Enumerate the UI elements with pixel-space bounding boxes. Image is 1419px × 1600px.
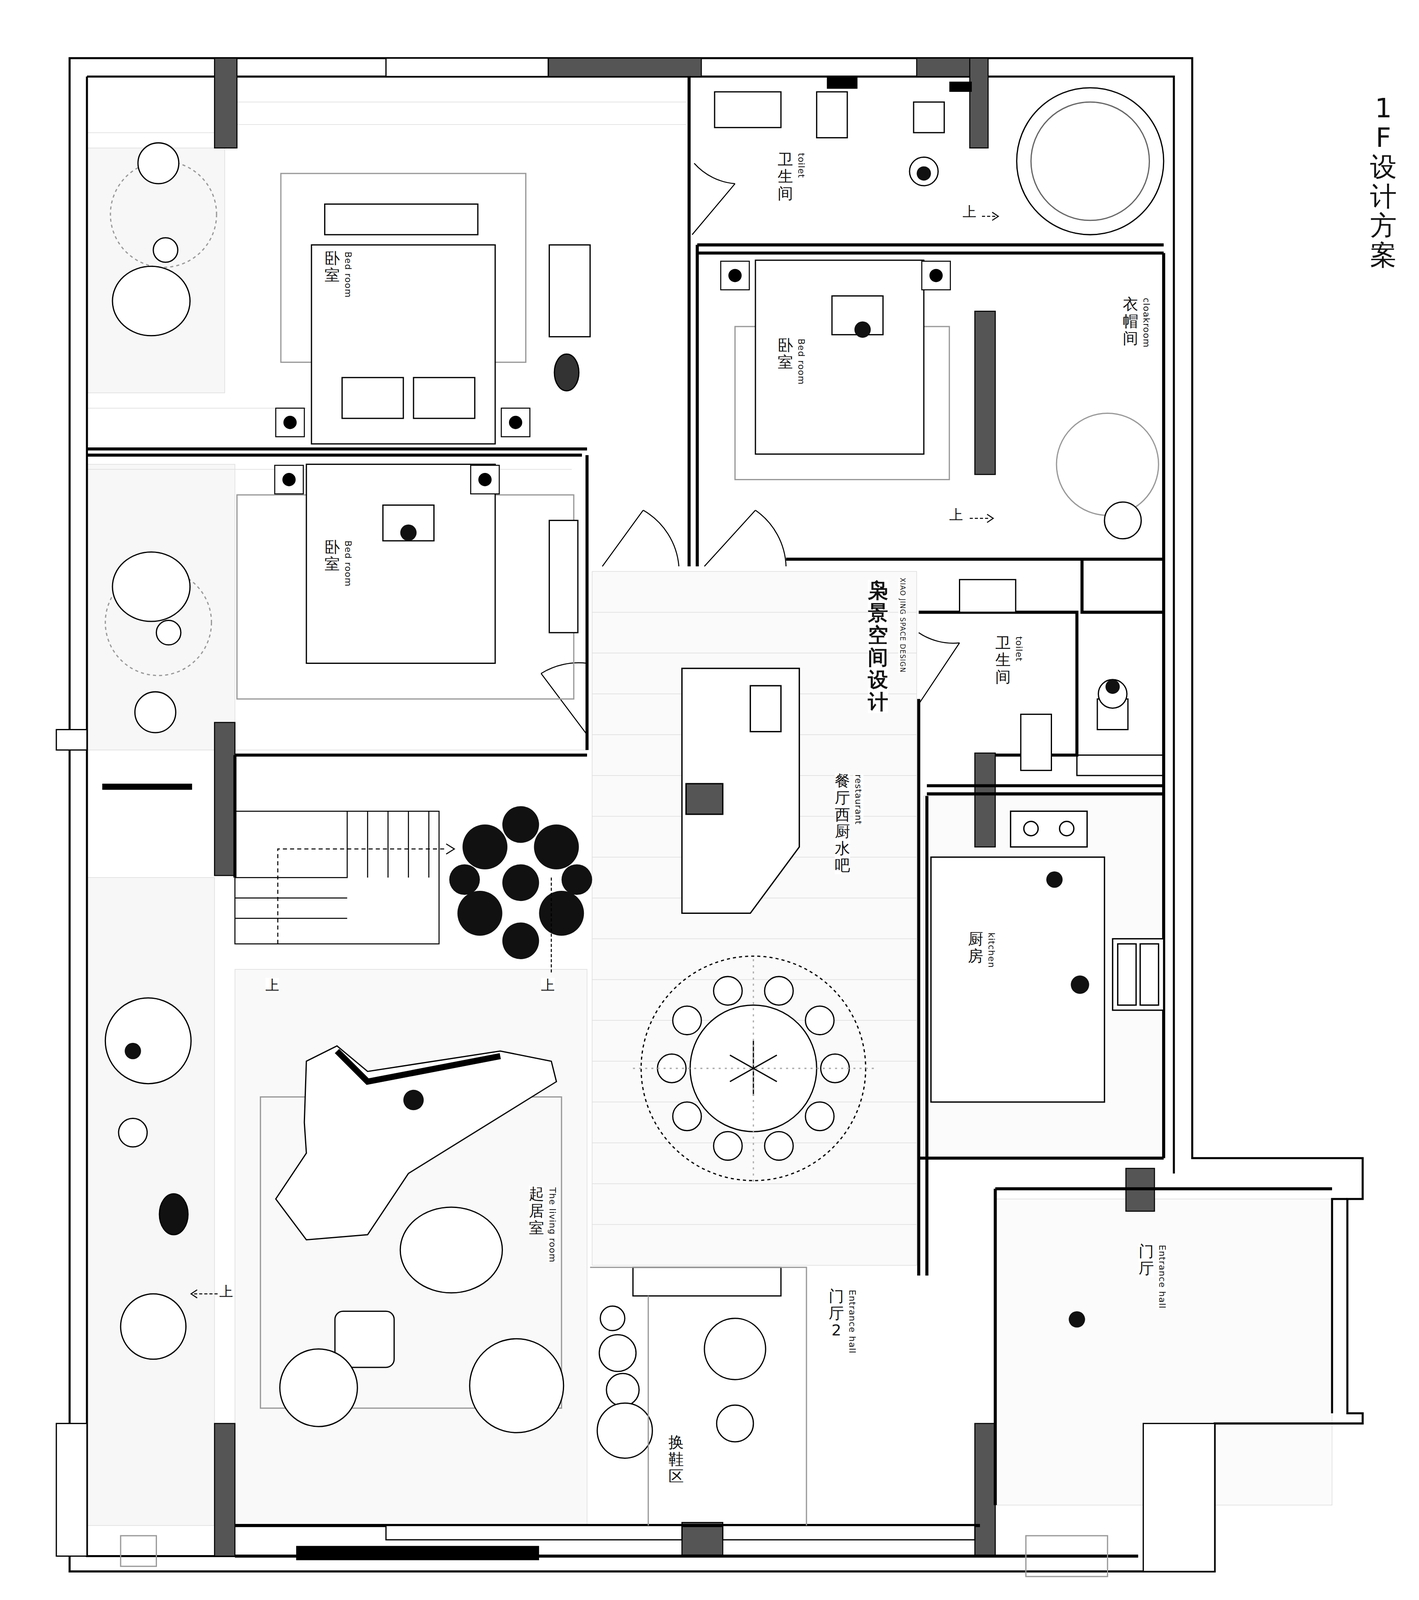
room-name-zh: 卧室	[777, 337, 794, 372]
room-name-en: Bed room	[343, 251, 354, 299]
room-name-zh: 卫生间	[995, 634, 1011, 686]
stair-up-mark: 上	[962, 204, 977, 220]
watermark-zh: 枭景空间设计	[867, 579, 889, 714]
room-region: 换鞋区	[593, 1301, 807, 1525]
room-name-zh: 卧室	[324, 538, 340, 573]
room-name-zh: 卫生间	[777, 151, 794, 202]
room-region: 厨房kitchen	[929, 798, 1162, 1156]
living-furniture	[105, 998, 564, 1434]
stair-up-mark: 上	[219, 1284, 234, 1300]
plan-title: 1F设计方案	[1370, 93, 1397, 271]
room-name-en: Entrance hall	[847, 1289, 858, 1354]
room-region: 卫生间toilet	[923, 617, 1077, 786]
stairs	[235, 811, 455, 944]
interior-walls	[86, 76, 1333, 1557]
room-region: 门厅2Entrance hall	[808, 1301, 915, 1525]
room-name-en: kitchen	[986, 932, 997, 969]
windows	[56, 58, 1215, 1572]
room-name-zh: 衣帽间	[1122, 296, 1139, 347]
room-region: 餐厅 西厨 水吧restaurant	[593, 571, 916, 1261]
doors	[540, 163, 960, 736]
room-name-en: toilet	[796, 152, 807, 179]
room-name-en: restaurant	[853, 774, 864, 826]
black-bars	[102, 76, 972, 1561]
wall-blocks	[214, 58, 1155, 1557]
tree	[449, 806, 592, 960]
people	[124, 166, 1120, 1328]
room-name-en: Bed room	[343, 540, 354, 588]
outer-walls	[69, 58, 1363, 1572]
nightstands	[274, 261, 951, 495]
room-name-en: cloakroom	[1141, 297, 1152, 348]
room-region: 卫生间toilet	[699, 79, 975, 242]
room-region: 起居室The living room	[236, 974, 586, 1524]
entry-furniture	[120, 1267, 1108, 1577]
up-arrows	[190, 212, 999, 1299]
room-region: 卧室Bed room	[236, 132, 582, 445]
room-name-zh: 餐厅 西厨 水吧	[834, 772, 851, 875]
stair-up-mark: 上	[265, 977, 280, 993]
floor-texture	[86, 77, 1333, 1526]
room-name-zh: 起居室	[528, 1185, 545, 1237]
room-region: 卧室Bed room	[699, 257, 973, 556]
room-name-en: The living room	[547, 1187, 558, 1263]
room-name-zh: 门厅2	[828, 1288, 845, 1339]
room-name-en: Bed room	[796, 338, 807, 386]
room-name-zh: 厨房	[967, 931, 984, 966]
room-name-zh: 换鞋区	[668, 1434, 684, 1485]
room-name-zh: 卧室	[324, 250, 340, 285]
room-name-en: toilet	[1013, 636, 1025, 662]
room-region: 卧室Bed room	[236, 459, 584, 751]
stair-up-mark: 上	[949, 507, 963, 523]
stair-up-mark: 上	[540, 977, 555, 993]
dining-set	[632, 956, 878, 1184]
beds	[237, 173, 950, 700]
room-name-en: Entrance hall	[1157, 1245, 1168, 1309]
watermark-en: XIAO JING SPACE DESIGN	[898, 577, 907, 673]
lounge-chairs	[105, 142, 1159, 733]
room-name-zh: 门厅	[1138, 1243, 1154, 1278]
room-region: 门厅Entrance hall	[998, 1192, 1331, 1504]
room-region: 衣帽间cloakroom	[979, 257, 1162, 556]
